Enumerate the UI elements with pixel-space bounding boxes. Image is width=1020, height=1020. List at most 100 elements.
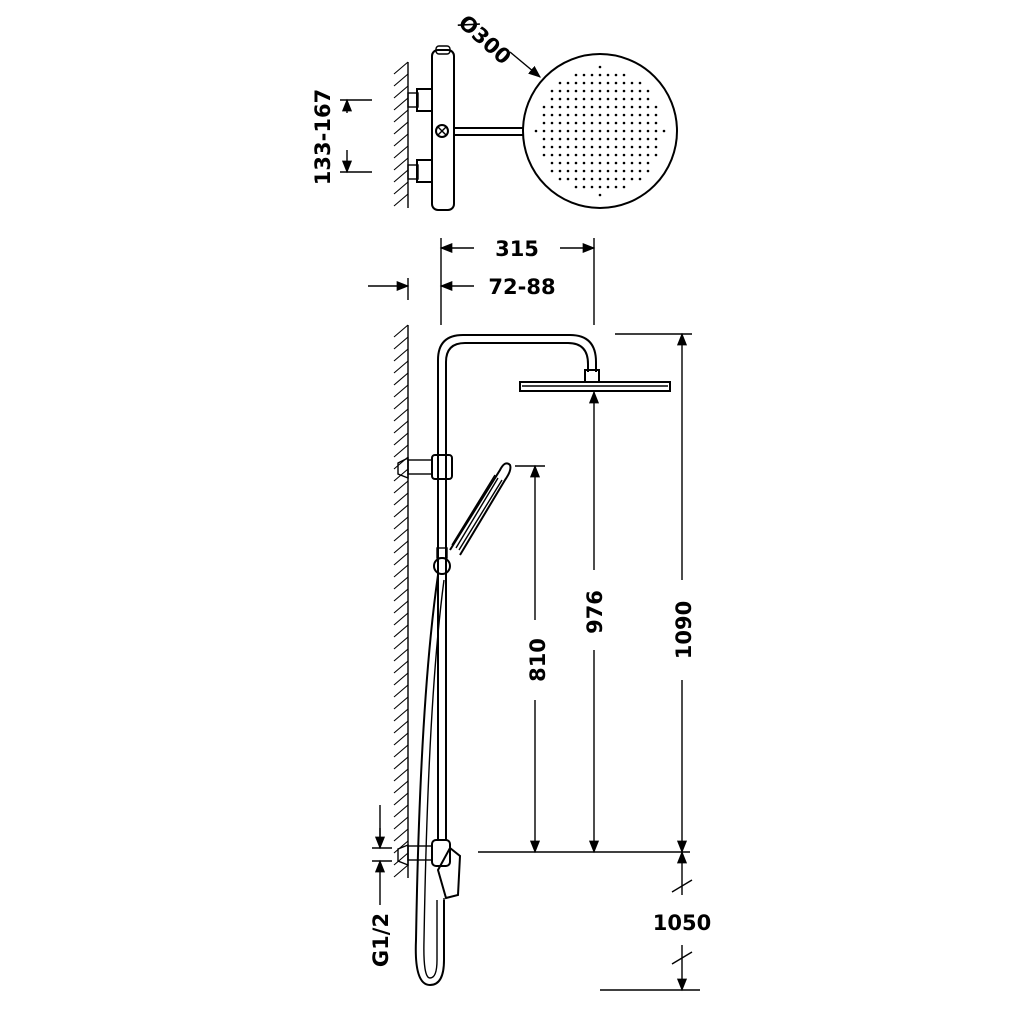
nozzle-dot xyxy=(558,137,562,141)
nozzle-dot xyxy=(630,153,634,157)
wall-hatch-line xyxy=(393,324,409,338)
nozzle-dot xyxy=(598,193,602,197)
nozzle-dot xyxy=(574,145,578,149)
nozzle-dot xyxy=(654,113,658,117)
nozzle-dot xyxy=(566,177,570,181)
nozzle-dot xyxy=(614,137,618,141)
nozzle-dot xyxy=(574,137,578,141)
nozzle-dot xyxy=(550,169,554,173)
nozzle-dot xyxy=(622,185,626,189)
nozzle-dot xyxy=(598,177,602,181)
wall-hatch-line xyxy=(393,564,409,578)
nozzle-dot xyxy=(606,153,610,157)
nozzle-dot xyxy=(614,129,618,133)
nozzle-dot xyxy=(566,89,570,93)
nozzle-dot xyxy=(622,121,626,125)
nozzle-dot xyxy=(590,177,594,181)
nozzle-dot xyxy=(614,185,618,189)
nozzle-dot xyxy=(574,97,578,101)
shower-hose xyxy=(414,574,445,987)
nozzle-dot xyxy=(622,105,626,109)
wall-hatch-line xyxy=(393,612,409,626)
wall-hatch-line xyxy=(393,492,409,506)
nozzle-dot xyxy=(614,121,618,125)
inlet-spacing-dimension: 133-167 xyxy=(311,89,372,185)
nozzle-dot xyxy=(574,105,578,109)
inlet-height-label: 1050 xyxy=(653,911,711,935)
wall-hatch-line xyxy=(393,372,409,386)
nozzle-dot xyxy=(558,177,562,181)
inlet-spacing-label: 133-167 xyxy=(311,89,335,185)
nozzle-dot xyxy=(590,89,594,93)
nozzle-dot xyxy=(606,185,610,189)
nozzle-dot xyxy=(654,129,658,133)
nozzle-dot xyxy=(582,161,586,165)
nozzle-dot xyxy=(550,145,554,149)
nozzle-dot xyxy=(550,89,554,93)
nozzle-dot xyxy=(558,97,562,101)
nozzle-dot xyxy=(566,145,570,149)
nozzle-dot xyxy=(558,81,562,85)
nozzle-dot xyxy=(606,169,610,173)
nozzle-dot xyxy=(606,73,610,77)
wall-hatch-line xyxy=(393,360,409,374)
nozzle-dot xyxy=(590,169,594,173)
nozzle-dot xyxy=(550,113,554,117)
nozzle-dot xyxy=(614,145,618,149)
nozzle-dot xyxy=(638,161,642,165)
nozzle-dot xyxy=(542,121,546,125)
nozzle-dot xyxy=(630,113,634,117)
nozzle-dot xyxy=(606,89,610,93)
inlet-height-dimension: 1050 xyxy=(653,850,711,992)
nozzle-dot xyxy=(622,137,626,141)
nozzle-dot xyxy=(606,113,610,117)
nozzle-dot xyxy=(598,113,602,117)
nozzle-dot xyxy=(614,113,618,117)
nozzle-dot xyxy=(558,169,562,173)
nozzle-dot xyxy=(598,161,602,165)
wall-hatch-line xyxy=(393,720,409,734)
nozzle-dot xyxy=(598,89,602,93)
nozzle-dot xyxy=(622,97,626,101)
nozzle-dot xyxy=(558,153,562,157)
hand-shower xyxy=(433,462,512,575)
projection-total-label: 315 xyxy=(495,237,539,261)
nozzle-dot xyxy=(582,121,586,125)
lower-mixer xyxy=(397,839,462,906)
nozzle-dot xyxy=(582,105,586,109)
nozzle-dot xyxy=(558,129,562,133)
nozzle-dot xyxy=(622,89,626,93)
wall-hatch-line xyxy=(393,756,409,770)
wall-hatch-line xyxy=(393,396,409,410)
projection-arm-label: 72-88 xyxy=(488,275,555,299)
nozzle-dot xyxy=(630,177,634,181)
nozzle-dot xyxy=(550,153,554,157)
nozzle-dot xyxy=(590,185,594,189)
nozzle-dot xyxy=(654,105,658,109)
nozzle-dot xyxy=(654,121,658,125)
nozzle-dot xyxy=(582,129,586,133)
nozzle-dot xyxy=(614,81,618,85)
nozzle-dot xyxy=(638,81,642,85)
nozzle-dot xyxy=(638,113,642,117)
wall-hatch-line xyxy=(393,540,409,554)
nozzle-dot xyxy=(582,81,586,85)
diameter-leader xyxy=(509,51,541,78)
nozzle-dot xyxy=(574,121,578,125)
nozzle-dot xyxy=(606,121,610,125)
nozzle-dot xyxy=(574,89,578,93)
nozzle-dot xyxy=(598,137,602,141)
nozzle-dot xyxy=(598,81,602,85)
wall-hatch-line xyxy=(393,744,409,758)
nozzle-dot xyxy=(550,161,554,165)
nozzle-dot xyxy=(590,129,594,133)
nozzle-dot xyxy=(614,105,618,109)
nozzle-dot xyxy=(630,137,634,141)
nozzle-dot xyxy=(638,129,642,133)
nozzle-dot xyxy=(614,177,618,181)
nozzle-dot xyxy=(550,105,554,109)
nozzle-dot xyxy=(566,129,570,133)
nozzle-dot xyxy=(566,97,570,101)
nozzle-dot xyxy=(598,153,602,157)
